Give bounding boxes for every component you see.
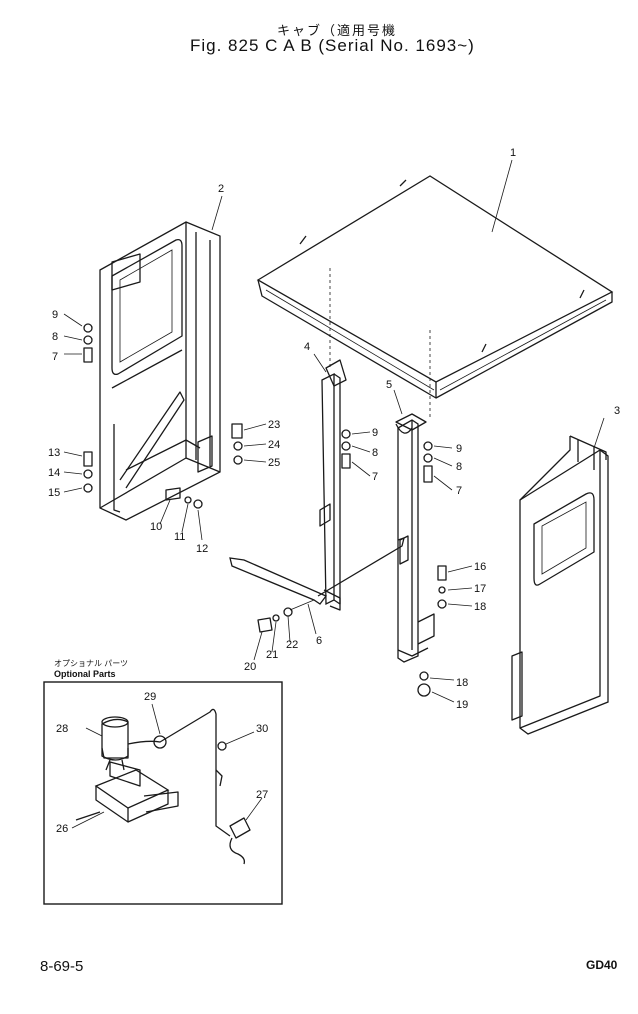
callout-8-right: 8 bbox=[456, 461, 462, 473]
callout-2: 2 bbox=[218, 183, 224, 195]
callout-27: 27 bbox=[256, 789, 268, 801]
callout-labels: 1 2 3 4 5 6 7 8 9 9 8 7 9 8 7 10 11 12 1… bbox=[48, 147, 620, 835]
callout-7-right: 7 bbox=[456, 485, 462, 497]
pillar-stay-left bbox=[319, 359, 347, 611]
hardware-fasteners bbox=[83, 323, 447, 697]
callout-18-lower: 18 bbox=[456, 677, 468, 689]
callout-7-left: 7 bbox=[52, 351, 58, 363]
callout-14: 14 bbox=[48, 467, 60, 479]
callout-4: 4 bbox=[304, 341, 310, 353]
callout-16: 16 bbox=[474, 561, 486, 573]
optional-parts-box bbox=[43, 681, 283, 905]
callout-8-mid: 8 bbox=[372, 447, 378, 459]
figure-title: Fig. 825 C A B (Serial No. 1693~) bbox=[190, 36, 475, 55]
callout-9-left: 9 bbox=[52, 309, 58, 321]
front-pillar bbox=[395, 413, 435, 663]
callout-18-upper: 18 bbox=[474, 601, 486, 613]
callout-22: 22 bbox=[286, 639, 298, 651]
callout-17: 17 bbox=[474, 583, 486, 595]
brace-bar bbox=[229, 537, 405, 605]
callout-13: 13 bbox=[48, 447, 60, 459]
callout-29: 29 bbox=[144, 691, 156, 703]
right-door bbox=[511, 435, 609, 735]
callout-9-right: 9 bbox=[456, 443, 462, 455]
callout-26: 26 bbox=[56, 823, 68, 835]
callout-10: 10 bbox=[150, 521, 162, 533]
left-door-frame bbox=[99, 221, 221, 521]
callout-23: 23 bbox=[268, 419, 280, 431]
callout-11: 11 bbox=[174, 531, 185, 543]
callout-7-mid: 7 bbox=[372, 471, 378, 483]
callout-12: 12 bbox=[196, 543, 208, 555]
callout-15: 15 bbox=[48, 487, 60, 499]
callout-21: 21 bbox=[266, 649, 278, 661]
callout-30: 30 bbox=[256, 723, 268, 735]
callout-3: 3 bbox=[614, 405, 620, 417]
callout-25: 25 bbox=[268, 457, 280, 469]
roof-panel bbox=[256, 175, 614, 420]
optional-parts-label-japanese: オプショナル パーツ bbox=[54, 659, 129, 668]
model-code: GD40 bbox=[586, 958, 618, 972]
callout-19: 19 bbox=[456, 699, 468, 711]
page-code: 8-69-5 bbox=[40, 958, 84, 975]
optional-parts-label: Optional Parts bbox=[54, 669, 116, 679]
callout-9-mid: 9 bbox=[372, 427, 378, 439]
callout-24: 24 bbox=[268, 439, 280, 451]
callout-28: 28 bbox=[56, 723, 68, 735]
option-leaders bbox=[71, 703, 263, 829]
callout-5: 5 bbox=[386, 379, 392, 391]
callout-20: 20 bbox=[244, 661, 256, 673]
callout-1: 1 bbox=[510, 147, 516, 159]
figure-title-japanese: キャブ（適用号機 bbox=[277, 23, 398, 38]
leader-lines bbox=[63, 159, 605, 703]
callout-6: 6 bbox=[316, 635, 322, 647]
callout-8-left: 8 bbox=[52, 331, 58, 343]
